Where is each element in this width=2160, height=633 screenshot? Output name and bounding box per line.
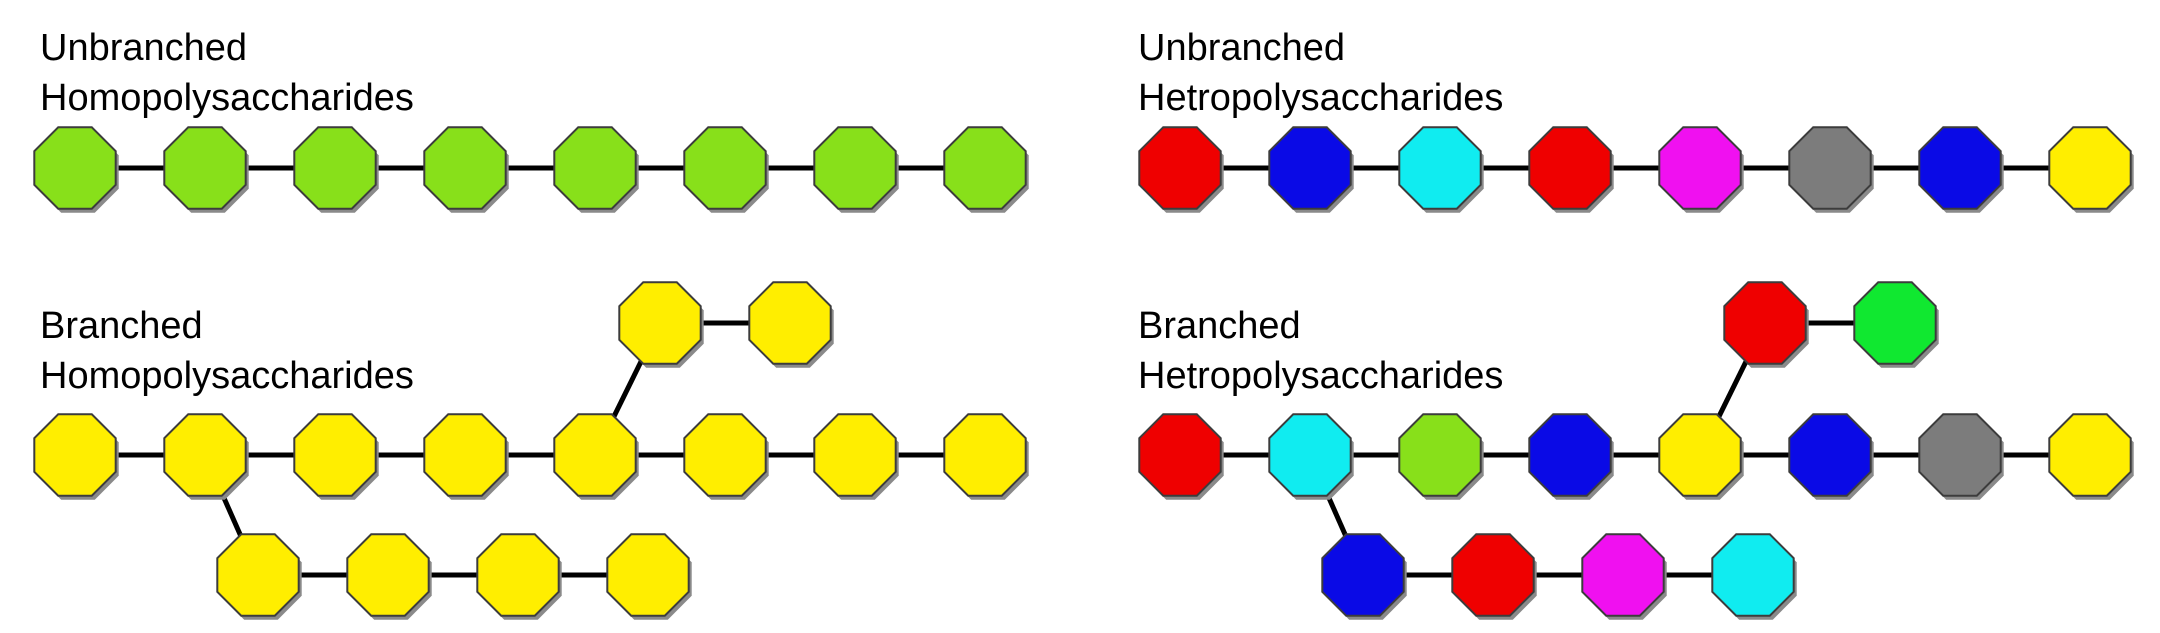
sugar-unit-cyan (1711, 533, 1797, 620)
sugar-unit-lime (553, 126, 639, 213)
sugar-octagon (1528, 413, 1612, 497)
sugar-unit-lime (293, 126, 379, 213)
sugar-unit-red (1528, 126, 1614, 213)
sugar-unit-blue (1528, 413, 1614, 500)
sugar-octagon (748, 281, 832, 365)
sugar-unit-yellow (346, 533, 432, 620)
label-branched-hetero-line1: Branched (1138, 305, 1301, 347)
sugar-octagon (683, 413, 767, 497)
label-branched-homo-line1: Branched (40, 305, 203, 347)
sugar-unit-blue (1268, 126, 1354, 213)
sugar-unit-yellow (606, 533, 692, 620)
sugar-octagon (1581, 533, 1665, 617)
sugar-octagon (553, 413, 637, 497)
label-unbranched-hetero-line2: Hetropolysaccharides (1138, 77, 1503, 119)
sugar-octagon (1723, 281, 1807, 365)
sugar-unit-lime (33, 126, 119, 213)
label-branched-homo-line2: Homopolysaccharides (40, 355, 414, 397)
sugar-unit-yellow (2048, 413, 2134, 500)
sugar-octagon (33, 413, 117, 497)
monosaccharide-units (33, 126, 2134, 620)
sugar-octagon (1853, 281, 1937, 365)
sugar-octagon (1268, 413, 1352, 497)
sugar-unit-blue (1788, 413, 1874, 500)
sugar-octagon (813, 126, 897, 210)
sugar-octagon (1138, 126, 1222, 210)
sugar-octagon (1918, 413, 2002, 497)
sugar-octagon (606, 533, 690, 617)
sugar-unit-cyan (1398, 126, 1484, 213)
sugar-unit-gray (1788, 126, 1874, 213)
label-unbranched-homo-line2: Homopolysaccharides (40, 77, 414, 119)
sugar-unit-yellow (683, 413, 769, 500)
sugar-octagon (1268, 126, 1352, 210)
sugar-unit-cyan (1268, 413, 1354, 500)
sugar-unit-yellow (33, 413, 119, 500)
label-unbranched-hetero-line1: Unbranched (1138, 27, 1345, 69)
sugar-octagon (2048, 126, 2132, 210)
sugar-octagon (216, 533, 300, 617)
sugar-octagon (293, 126, 377, 210)
sugar-unit-yellow (813, 413, 899, 500)
sugar-unit-lime (683, 126, 769, 213)
sugar-octagon (813, 413, 897, 497)
sugar-octagon (1658, 126, 1742, 210)
sugar-unit-yellow (293, 413, 379, 500)
sugar-unit-magenta (1658, 126, 1744, 213)
sugar-octagon (1398, 126, 1482, 210)
sugar-unit-yellow (163, 413, 249, 500)
sugar-octagon (476, 533, 560, 617)
sugar-unit-lime (1398, 413, 1484, 500)
sugar-unit-blue (1918, 126, 2004, 213)
sugar-unit-green (1853, 281, 1939, 368)
sugar-octagon (163, 413, 247, 497)
sugar-octagon (423, 126, 507, 210)
sugar-unit-yellow (216, 533, 302, 620)
sugar-octagon (553, 126, 637, 210)
sugar-unit-lime (813, 126, 899, 213)
sugar-unit-yellow (423, 413, 509, 500)
sugar-octagon (683, 126, 767, 210)
sugar-unit-red (1451, 533, 1537, 620)
sugar-unit-yellow (1658, 413, 1744, 500)
sugar-octagon (943, 126, 1027, 210)
sugar-unit-gray (1918, 413, 2004, 500)
sugar-unit-red (1138, 413, 1224, 500)
sugar-octagon (293, 413, 377, 497)
sugar-unit-red (1723, 281, 1809, 368)
sugar-octagon (346, 533, 430, 617)
label-branched-hetero-line2: Hetropolysaccharides (1138, 355, 1503, 397)
sugar-unit-yellow (2048, 126, 2134, 213)
sugar-octagon (423, 413, 507, 497)
sugar-octagon (1788, 126, 1872, 210)
sugar-octagon (618, 281, 702, 365)
sugar-unit-lime (163, 126, 249, 213)
sugar-unit-lime (423, 126, 509, 213)
sugar-octagon (1658, 413, 1742, 497)
sugar-octagon (1138, 413, 1222, 497)
sugar-octagon (163, 126, 247, 210)
sugar-unit-yellow (476, 533, 562, 620)
sugar-octagon (1788, 413, 1872, 497)
sugar-octagon (1918, 126, 2002, 210)
sugar-unit-yellow (748, 281, 834, 368)
sugar-unit-yellow (943, 413, 1029, 500)
sugar-octagon (1451, 533, 1535, 617)
sugar-unit-red (1138, 126, 1224, 213)
sugar-unit-yellow (553, 413, 639, 500)
sugar-octagon (1398, 413, 1482, 497)
sugar-octagon (1321, 533, 1405, 617)
sugar-unit-yellow (618, 281, 704, 368)
sugar-unit-magenta (1581, 533, 1667, 620)
sugar-octagon (1711, 533, 1795, 617)
sugar-unit-lime (943, 126, 1029, 213)
label-unbranched-homo-line1: Unbranched (40, 27, 247, 69)
sugar-octagon (943, 413, 1027, 497)
sugar-octagon (33, 126, 117, 210)
sugar-unit-blue (1321, 533, 1407, 620)
sugar-octagon (1528, 126, 1612, 210)
sugar-octagon (2048, 413, 2132, 497)
